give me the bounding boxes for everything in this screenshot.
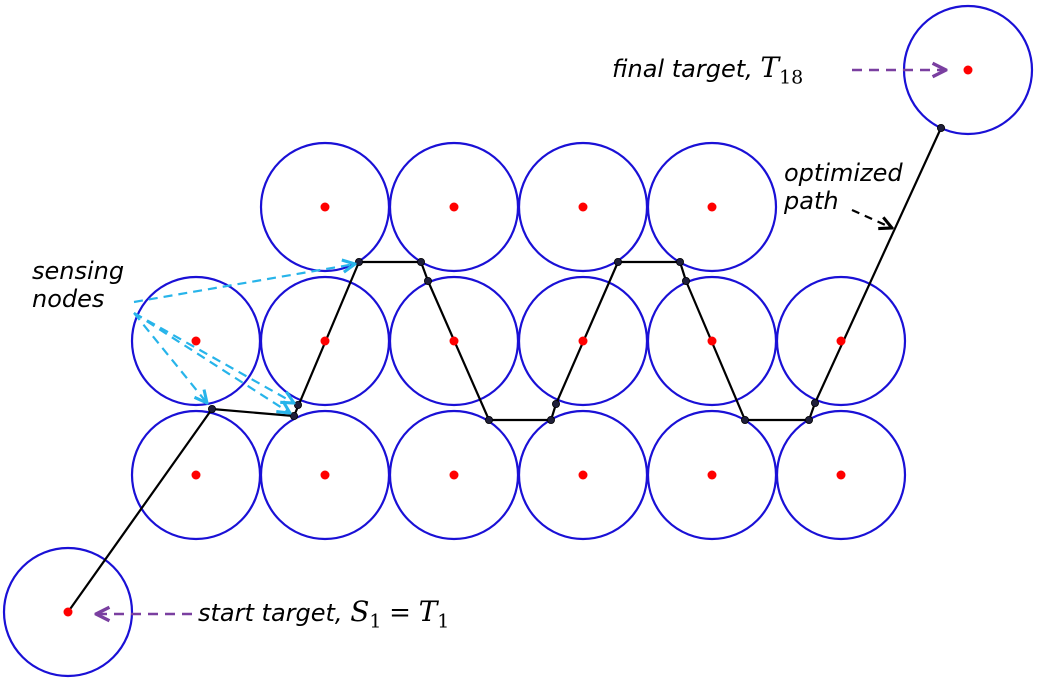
sensing-arrow — [133, 312, 294, 403]
sensing-node — [293, 400, 302, 409]
sensing-node-markers — [207, 124, 946, 424]
sensing-nodes-line2: nodes — [32, 284, 105, 313]
final-target-text: final target, — [612, 55, 753, 83]
start-target-symbol: S1 — [350, 595, 382, 633]
target-dot — [578, 336, 588, 346]
optimized-path-line1: optimized — [784, 159, 903, 187]
sensing-nodes-label: sensing nodes — [32, 257, 125, 313]
target-circle — [646, 141, 778, 273]
sensing-node — [354, 257, 363, 266]
sensing-nodes-line1: sensing — [32, 257, 125, 285]
equals-sign: = — [389, 598, 411, 628]
sensing-node — [937, 124, 946, 133]
start-target-equivalent: T1 — [418, 595, 450, 633]
target-circle — [775, 275, 907, 407]
target-dot — [578, 470, 588, 480]
sensing-arrow — [133, 264, 355, 304]
sensing-node — [416, 257, 425, 266]
start-target-label: start target, S1 = T1 — [198, 595, 450, 633]
target-dot — [449, 470, 459, 480]
start-target-dot — [63, 607, 73, 617]
target-dot — [578, 202, 588, 212]
target-dot — [320, 336, 330, 346]
sensing-node — [811, 398, 820, 407]
sensing-node — [552, 399, 561, 408]
final-target-symbol: T18 — [760, 51, 804, 89]
sensing-node — [614, 257, 623, 266]
target-dot — [707, 202, 717, 212]
sensing-arrow — [133, 312, 207, 403]
sensing-node — [289, 411, 298, 420]
optimized-path-line2: path — [784, 186, 839, 215]
target-dot — [449, 336, 459, 346]
optimized-path-label: optimized path — [784, 159, 903, 215]
target-dot — [707, 470, 717, 480]
target-dot — [320, 202, 330, 212]
final-target-label: final target, T18 — [612, 51, 804, 89]
sensing-node — [207, 404, 216, 413]
target-dots — [63, 65, 973, 617]
target-dot — [191, 470, 201, 480]
sensing-node — [682, 276, 691, 285]
sensing-circles — [2, 4, 1034, 678]
start-target-text: start target, — [198, 599, 343, 627]
start-target-circle — [2, 546, 134, 678]
target-dot — [707, 336, 717, 346]
sensing-node — [484, 415, 493, 424]
optimized-path-arrow — [851, 208, 892, 228]
sensing-arrow — [133, 312, 290, 413]
sensing-node — [741, 415, 750, 424]
sensing-nodes-arrows — [133, 264, 355, 413]
sensing-node — [423, 276, 432, 285]
sensing-node — [805, 415, 814, 424]
target-dot — [449, 202, 459, 212]
target-dot — [836, 336, 846, 346]
sensing-node — [676, 257, 685, 266]
final-target-dot — [963, 65, 973, 75]
target-dot — [836, 470, 846, 480]
target-circle — [775, 409, 907, 541]
target-dot — [320, 470, 330, 480]
sensing-node — [547, 415, 556, 424]
target-dot — [191, 336, 201, 346]
